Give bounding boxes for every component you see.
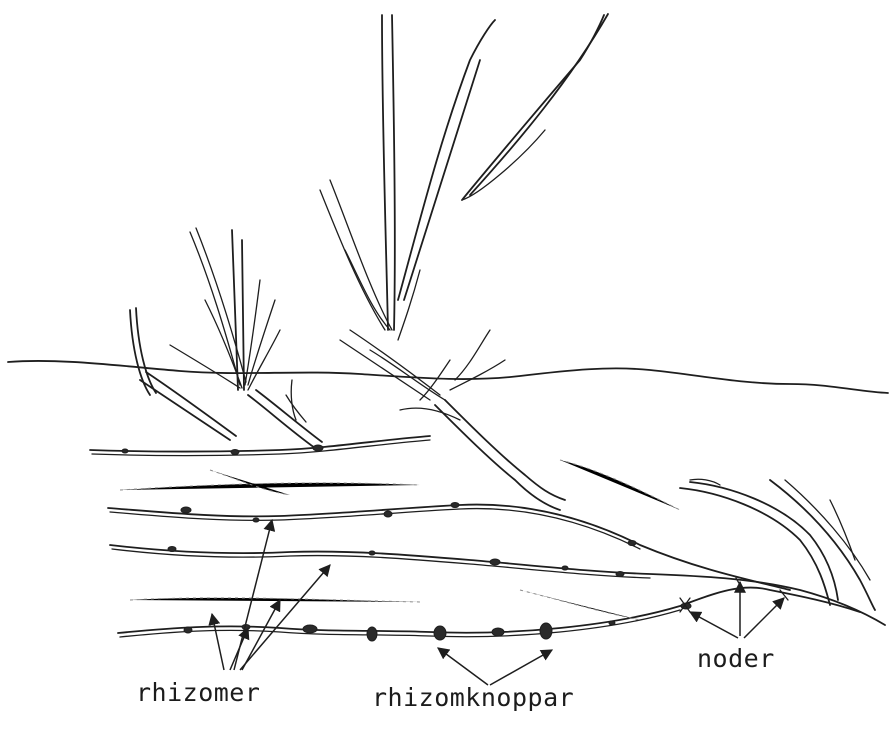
main-shoot-leaves bbox=[320, 14, 608, 340]
second-rhizome bbox=[108, 503, 790, 591]
label-nodes: noder bbox=[697, 644, 775, 673]
left-shoot-cluster bbox=[170, 228, 280, 390]
faint-strokes bbox=[120, 460, 680, 620]
middle-small-shoot bbox=[248, 380, 322, 448]
rhizomer-arrows bbox=[212, 520, 330, 670]
label-rhizome-buds: rhizomknoppar bbox=[372, 683, 574, 712]
node-marks bbox=[680, 578, 788, 612]
rhizomknoppar-arrows bbox=[438, 648, 552, 685]
main-shoot-stem bbox=[435, 405, 560, 510]
label-rhizomes: rhizomer bbox=[136, 678, 260, 707]
soil-surface-line bbox=[8, 361, 888, 393]
right-curved-shoot bbox=[680, 479, 875, 610]
upper-rhizome bbox=[90, 436, 430, 456]
far-left-shoot bbox=[130, 308, 236, 440]
